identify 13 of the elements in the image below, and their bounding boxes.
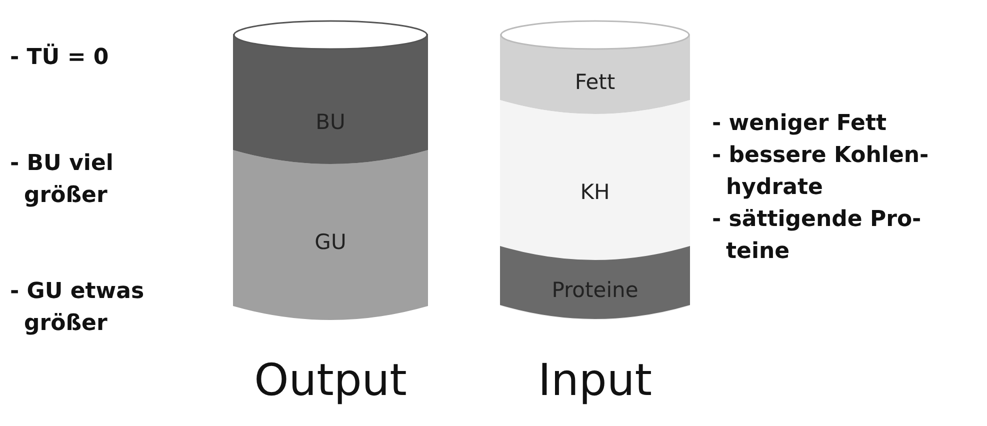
band-label: GU xyxy=(314,230,348,254)
note-text: - TÜ = 0 xyxy=(10,42,110,72)
cylinder-caption: Output xyxy=(253,355,408,406)
note-text: - GU etwas größer xyxy=(10,278,146,338)
band-label: KH xyxy=(579,180,611,204)
cylinder-caption: Input xyxy=(537,355,653,406)
note-text: - bessere Kohlen- hydrate xyxy=(712,142,930,202)
band-label: Proteine xyxy=(550,278,640,302)
band-label: BU xyxy=(314,110,346,134)
note-text: - BU viel größer xyxy=(10,150,114,210)
note-text: - sättigende Pro- teine xyxy=(712,206,922,266)
band-label: Fett xyxy=(574,70,616,94)
note-text: - weniger Fett xyxy=(712,110,888,138)
